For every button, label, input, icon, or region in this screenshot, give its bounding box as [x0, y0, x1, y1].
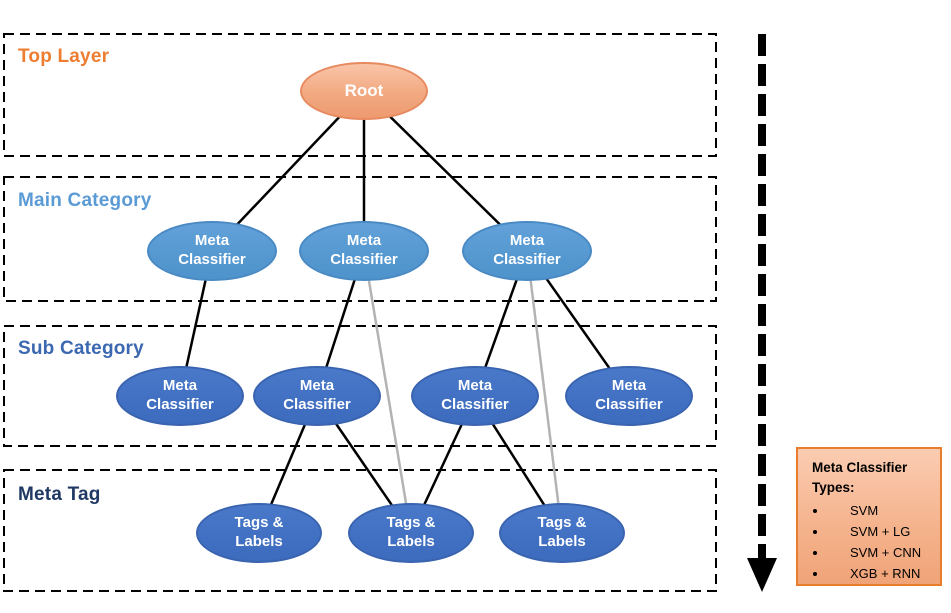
legend-item-xgb-rnn: XGB + RNN	[828, 563, 928, 584]
node-main-1: Meta Classifier	[147, 221, 277, 281]
node-label-sub-4: Meta Classifier	[595, 377, 663, 413]
node-sub-1: Meta Classifier	[116, 366, 244, 426]
node-label-sub-3: Meta Classifier	[441, 377, 509, 413]
node-sub-4: Meta Classifier	[565, 366, 693, 426]
node-label-main-3: Meta Classifier	[493, 232, 561, 268]
node-main-3: Meta Classifier	[462, 221, 592, 281]
node-tag-2: Tags & Labels	[348, 503, 474, 563]
layer-label-main-category: Main Category	[18, 190, 152, 211]
node-label-main-2: Meta Classifier	[330, 232, 398, 268]
layer-label-top-layer: Top Layer	[18, 46, 110, 67]
node-label-tag-2: Tags & Labels	[386, 514, 436, 550]
edge-main-3-tag-3	[525, 250, 564, 534]
layer-box-meta-tag	[3, 469, 717, 592]
node-label-tag-1: Tags & Labels	[234, 514, 284, 550]
node-root: Root	[300, 62, 428, 120]
flow-arrow-head-icon	[747, 558, 777, 592]
legend-title: Meta Classifier Types:	[812, 460, 908, 495]
node-label-sub-1: Meta Classifier	[146, 377, 214, 413]
legend-item-svm-cnn: SVM + CNN	[828, 542, 928, 563]
node-sub-3: Meta Classifier	[411, 366, 539, 426]
node-main-2: Meta Classifier	[299, 221, 429, 281]
node-sub-2: Meta Classifier	[253, 366, 381, 426]
node-tag-1: Tags & Labels	[196, 503, 322, 563]
legend-list: SVM SVM + LG SVM + CNN XGB + RNN	[812, 500, 928, 584]
layer-box-sub-category	[3, 325, 717, 447]
layer-label-sub-category: Sub Category	[18, 338, 144, 359]
node-label-main-1: Meta Classifier	[178, 232, 246, 268]
legend-box: Meta Classifier Types: SVM SVM + LG SVM …	[796, 447, 942, 586]
layer-box-top-layer	[3, 33, 717, 157]
node-label-tag-3: Tags & Labels	[537, 514, 587, 550]
node-label-root: Root	[344, 81, 384, 101]
node-tag-3: Tags & Labels	[499, 503, 625, 563]
node-label-sub-2: Meta Classifier	[283, 377, 351, 413]
layer-label-meta-tag: Meta Tag	[18, 484, 101, 505]
edge-main-2-tag-2	[362, 250, 413, 534]
legend-item-svm: SVM	[828, 500, 928, 521]
legend-item-svm-lg: SVM + LG	[828, 521, 928, 542]
layer-box-main-category	[3, 176, 717, 302]
